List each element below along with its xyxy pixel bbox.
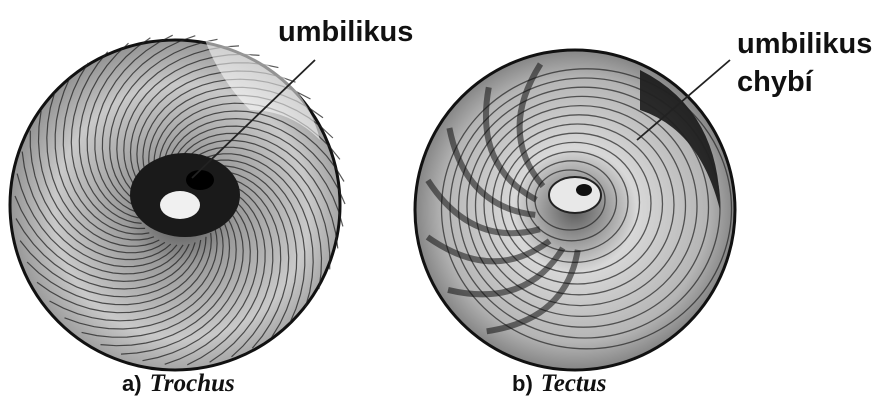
caption-a: a) Trochus (122, 370, 235, 398)
caption-b-tag: b) (512, 371, 533, 396)
callout-umbilikus-a: umbilikus (278, 14, 413, 50)
trochus-shell (10, 35, 345, 370)
callout-umbilikus-b: umbilikus (737, 26, 872, 62)
caption-a-tag: a) (122, 371, 142, 396)
caption-b-name: Tectus (541, 370, 607, 397)
callout-chybi-b: chybí (737, 64, 813, 100)
caption-b: b) Tectus (512, 370, 607, 398)
caption-a-name: Trochus (150, 370, 235, 397)
